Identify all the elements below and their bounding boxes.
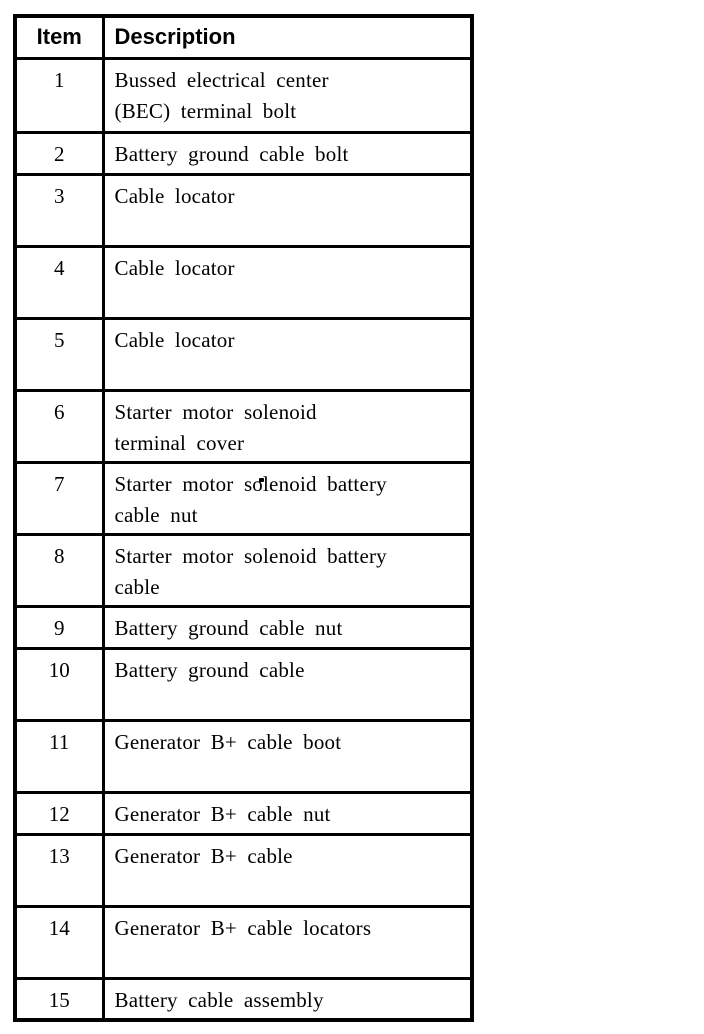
description-cell: Battery ground cable bolt: [101, 130, 474, 176]
table-row: 10 Battery ground cable: [13, 646, 474, 722]
table-row: 13 Generator B+ cable: [13, 832, 474, 908]
description-cell: Starter motor solenoid terminal cover: [101, 388, 474, 464]
table-row: 3 Cable locator: [13, 172, 474, 248]
table-row: 14 Generator B+ cable locators: [13, 904, 474, 980]
item-number-cell: 12: [13, 790, 105, 836]
table-row: 2 Battery ground cable bolt: [13, 130, 474, 176]
document-page: Item Description 1 Bussed electrical cen…: [0, 14, 704, 1034]
description-cell: Starter motor solenoid battery cable nut: [101, 460, 474, 536]
description-cell: Battery ground cable nut: [101, 604, 474, 650]
description-cell: Battery cable assembly: [101, 976, 474, 1022]
item-number-cell: 15: [13, 976, 105, 1022]
description-cell: Cable locator: [101, 316, 474, 392]
table-row: 7 Starter motor solenoid battery cable n…: [13, 460, 474, 536]
item-number-cell: 13: [13, 832, 105, 908]
description-cell: Generator B+ cable nut: [101, 790, 474, 836]
item-number-cell: 1: [13, 56, 105, 134]
table-row: 5 Cable locator: [13, 316, 474, 392]
item-number-cell: 9: [13, 604, 105, 650]
item-number-cell: 14: [13, 904, 105, 980]
table-row: 15 Battery cable assembly: [13, 976, 474, 1022]
description-cell: Bussed electrical center (BEC) terminal …: [101, 56, 474, 134]
table-row: 6 Starter motor solenoid terminal cover: [13, 388, 474, 464]
item-number-cell: 10: [13, 646, 105, 722]
description-cell: Cable locator: [101, 172, 474, 248]
item-number-cell: 11: [13, 718, 105, 794]
table-row: 11 Generator B+ cable boot: [13, 718, 474, 794]
item-number-cell: 8: [13, 532, 105, 608]
table-row: 12 Generator B+ cable nut: [13, 790, 474, 836]
item-number-cell: 3: [13, 172, 105, 248]
description-cell: Generator B+ cable boot: [101, 718, 474, 794]
description-cell: Generator B+ cable locators: [101, 904, 474, 980]
parts-table: Item Description 1 Bussed electrical cen…: [13, 14, 474, 1022]
table-row: 4 Cable locator: [13, 244, 474, 320]
table-row: 8 Starter motor solenoid battery cable: [13, 532, 474, 608]
column-header-description: Description: [101, 14, 474, 60]
description-cell: Generator B+ cable: [101, 832, 474, 908]
table-header-row: Item Description: [13, 14, 474, 60]
description-cell: Battery ground cable: [101, 646, 474, 722]
scan-artifact-dot: [259, 478, 264, 482]
item-number-cell: 6: [13, 388, 105, 464]
table-row: 9 Battery ground cable nut: [13, 604, 474, 650]
description-cell: Starter motor solenoid battery cable: [101, 532, 474, 608]
item-number-cell: 7: [13, 460, 105, 536]
item-number-cell: 2: [13, 130, 105, 176]
item-number-cell: 4: [13, 244, 105, 320]
column-header-item: Item: [13, 14, 105, 60]
item-number-cell: 5: [13, 316, 105, 392]
description-cell: Cable locator: [101, 244, 474, 320]
table-row: 1 Bussed electrical center (BEC) termina…: [13, 56, 474, 134]
